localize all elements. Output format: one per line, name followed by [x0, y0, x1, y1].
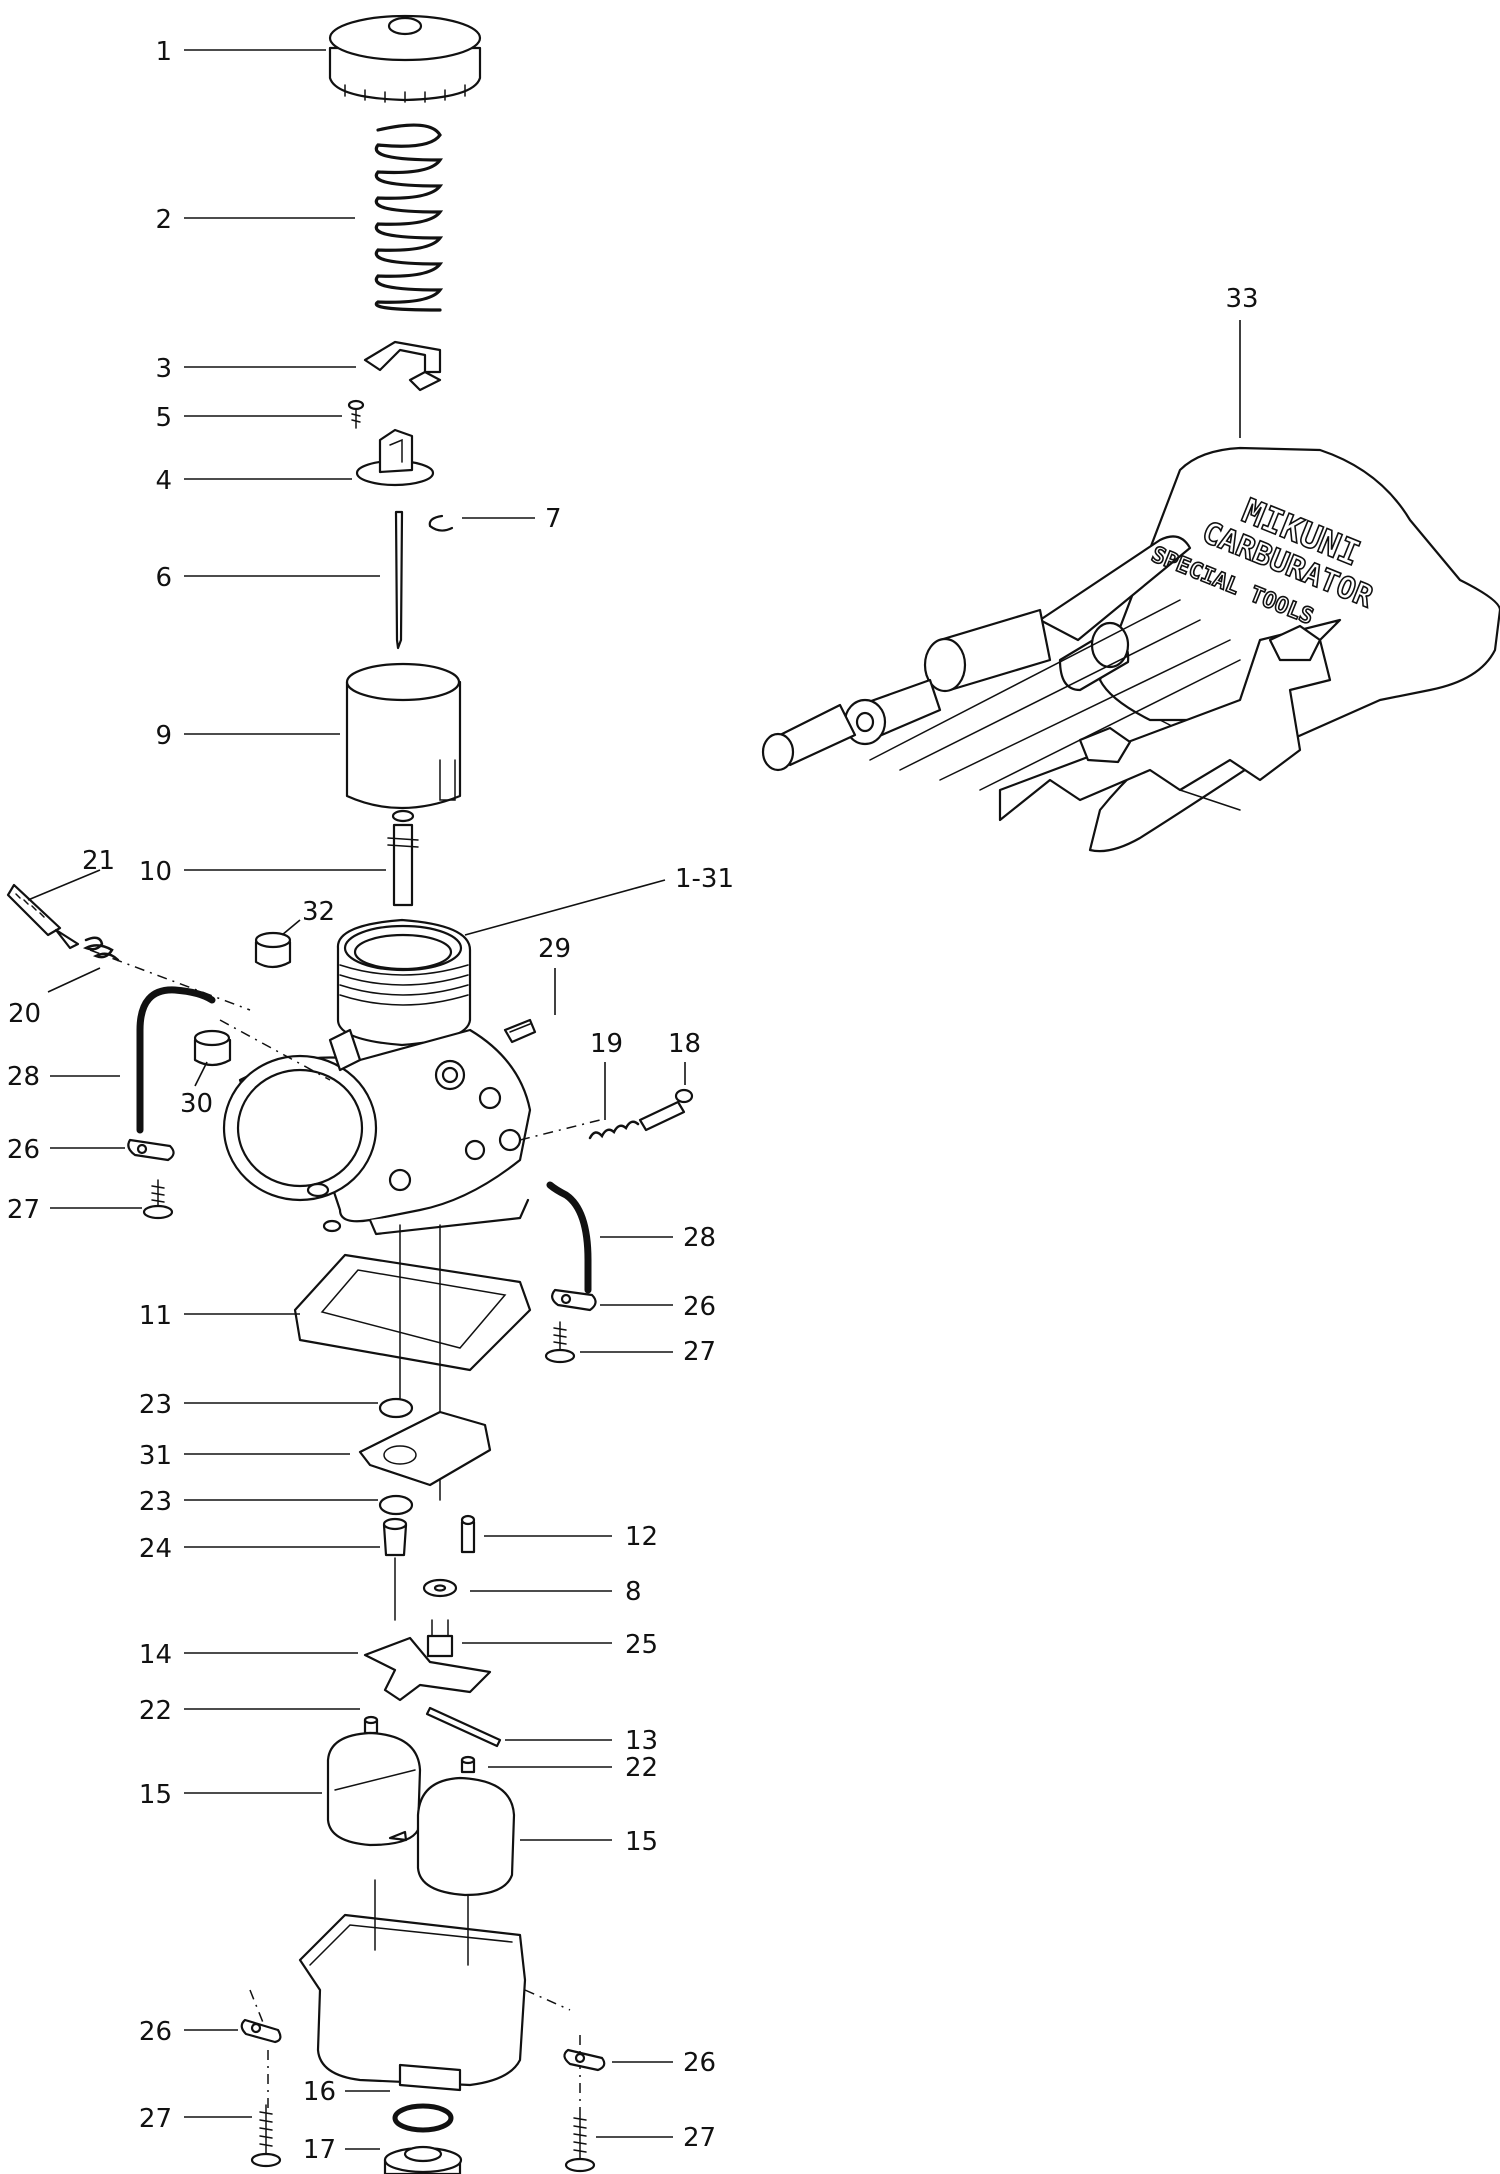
callout-label-c23b: 23 [139, 1487, 172, 1517]
callout-label-c22a: 22 [139, 1696, 172, 1726]
callout-label-c20: 20 [8, 999, 41, 1029]
part-14-float-arm [363, 1636, 492, 1702]
assembly-guide-dashes [89, 949, 601, 2110]
part-15-float-left [326, 1731, 422, 1847]
part-23-o-ring-lower [378, 1494, 414, 1516]
part-27-bowl-screw-left [250, 2104, 282, 2168]
callout-label-c21: 21 [82, 846, 115, 876]
callout-label-c19: 19 [590, 1029, 623, 1059]
callout-label-c29: 29 [538, 934, 571, 964]
callout-label-c16: 16 [303, 2077, 336, 2107]
part-13-float-pin [425, 1706, 502, 1748]
part-28-vent-hose-right [546, 1181, 592, 1294]
callout-label-c24: 24 [139, 1534, 172, 1564]
callout-label-c4: 4 [155, 466, 172, 496]
callout-label-c17: 17 [303, 2135, 336, 2165]
callout-label-c14: 14 [139, 1640, 172, 1670]
part-10-needle-jet [387, 809, 419, 907]
callout-label-c6: 6 [155, 563, 172, 593]
part-15-float-right [416, 1776, 516, 1897]
callout-label-c15b: 15 [625, 1827, 658, 1857]
callout-label-c5: 5 [155, 403, 172, 433]
part-26-bowl-clamp-right [563, 2048, 606, 2072]
part-23-o-ring-upper [378, 1397, 414, 1419]
callout-label-c26b: 26 [683, 1292, 716, 1322]
part-16-drain-plug-o-ring [392, 2103, 454, 2133]
part-20-pilot-screw-spring [82, 936, 120, 962]
callout-label-c1-31: 1-31 [675, 864, 734, 894]
part-18-throttle-stop-screw [638, 1088, 694, 1132]
callout-label-c22b: 22 [625, 1753, 658, 1783]
leader-line-c1-31 [464, 879, 666, 936]
callout-label-c8: 8 [625, 1577, 642, 1607]
callout-label-c26c: 26 [139, 2017, 172, 2047]
callout-label-c15a: 15 [139, 1780, 172, 1810]
part-21-pilot-air-screw [6, 883, 80, 950]
part-27-screw-right [544, 1321, 576, 1364]
part-9-throttle-valve [345, 662, 462, 810]
part-1-31-carburetor-body [222, 918, 532, 1236]
leader-line-c21 [27, 869, 101, 901]
part-2-throttle-valve-spring [374, 123, 444, 312]
part-1-mixing-chamber-cap [328, 14, 482, 103]
part-6-jet-needle [394, 510, 404, 650]
float-bowl [298, 1879, 527, 2092]
callout-label-c26a: 26 [7, 1135, 40, 1165]
callout-label-c26d: 26 [683, 2048, 716, 2078]
part-3-needle-retainer-plate [363, 340, 442, 392]
part-25-needle-valve-seat [426, 1619, 454, 1658]
part-7-e-clip [428, 514, 454, 532]
callout-label-c13: 13 [625, 1726, 658, 1756]
part-22-float-pin-upper [363, 1715, 379, 1735]
part-22-float-pin-lower [460, 1755, 476, 1774]
callout-leader-lines [27, 49, 1241, 2150]
part-8-washer [422, 1578, 458, 1598]
callout-label-c1: 1 [155, 37, 172, 67]
callout-label-c7: 7 [545, 504, 562, 534]
callout-label-c10: 10 [139, 857, 172, 887]
part-26-bowl-clamp-left [240, 2018, 282, 2044]
callout-label-c25: 25 [625, 1630, 658, 1660]
leader-line-c30 [194, 1061, 208, 1087]
callout-label-c28b: 28 [683, 1223, 716, 1253]
part-11-float-bowl-gasket [293, 1253, 532, 1372]
part-19-throttle-stop-spring [588, 1120, 640, 1140]
callout-label-c27d: 27 [683, 2123, 716, 2153]
part-26-hose-clamp-right [551, 1288, 597, 1312]
callout-label-c23a: 23 [139, 1390, 172, 1420]
callout-label-c31: 31 [139, 1441, 172, 1471]
part-28-vent-hose-left [136, 986, 216, 1134]
leader-line-c32 [281, 919, 301, 936]
callout-label-c2: 2 [155, 205, 172, 235]
part-4-throttle-stop-plate [355, 428, 435, 487]
part-30-plug [193, 1029, 232, 1067]
part-33-special-tool-kit: MIKUNI CARBURATOR SPECIAL TOOLS [761, 446, 1500, 853]
callout-label-c18: 18 [668, 1029, 701, 1059]
callout-label-c9: 9 [155, 721, 172, 751]
callout-label-c27c: 27 [139, 2104, 172, 2134]
callout-label-c27b: 27 [683, 1337, 716, 1367]
callout-label-c28a: 28 [7, 1062, 40, 1092]
callout-label-c30: 30 [180, 1089, 213, 1119]
part-27-bowl-screw-right [564, 2109, 596, 2173]
callout-label-c33: 33 [1225, 284, 1258, 314]
callout-label-c12: 12 [625, 1522, 658, 1552]
part-29-air-jet [503, 1018, 537, 1044]
callout-label-c32: 32 [302, 897, 335, 927]
part-32-plug [254, 931, 292, 969]
callout-label-c11: 11 [139, 1301, 172, 1331]
part-12-pilot-jet [460, 1514, 476, 1554]
part-31-jet-holder-plate [358, 1410, 492, 1487]
callout-label-c27a: 27 [7, 1195, 40, 1225]
part-27-screw-left [142, 1179, 174, 1220]
part-26-hose-clamp-left [127, 1138, 175, 1162]
leader-line-c20 [47, 967, 101, 993]
part-17-drain-plug [383, 2145, 463, 2174]
part-5-screw [347, 399, 365, 429]
part-24-main-jet-holder [382, 1517, 408, 1621]
callout-label-c3: 3 [155, 354, 172, 384]
